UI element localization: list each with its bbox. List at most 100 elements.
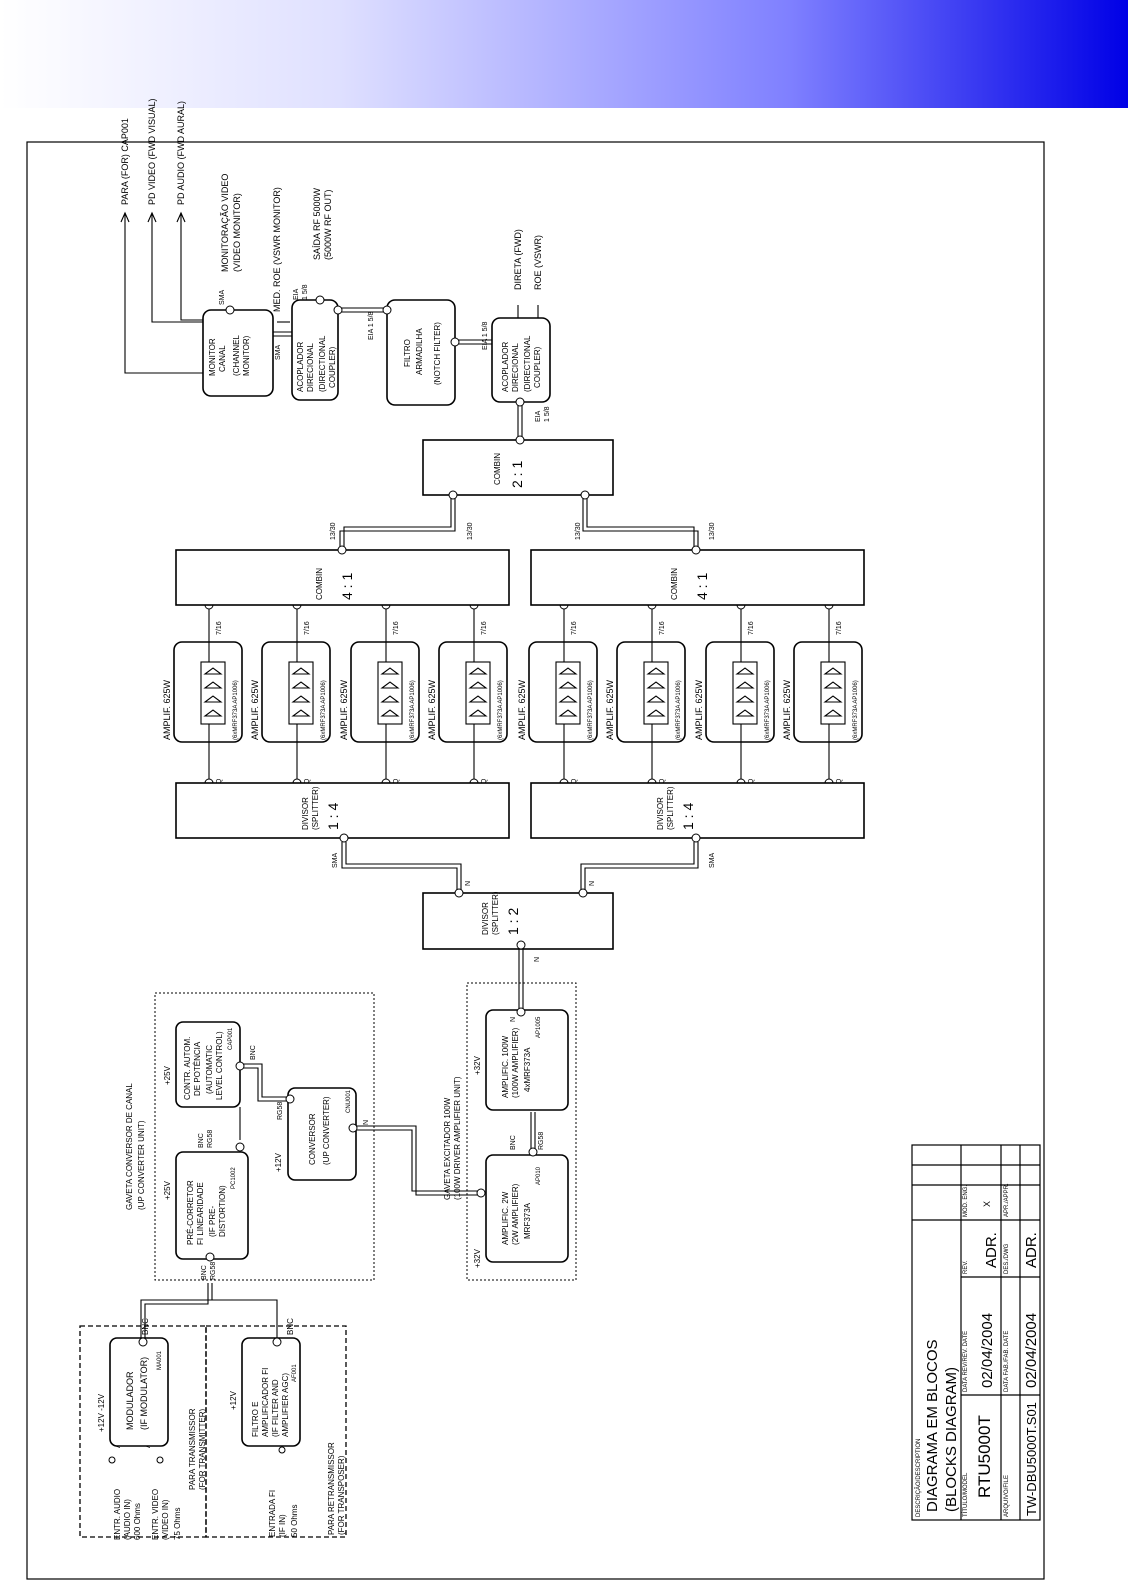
conn-bnc-pc: BNC: [201, 1265, 208, 1280]
fi-input-label-en: (IF IN): [278, 1514, 287, 1537]
conn-rg58-pc: RG58: [210, 1262, 217, 1280]
input-labels: ENTR. AUDIO (AUDIO IN) 600 Ohms ENTR. VI…: [113, 1408, 346, 1540]
combiner4-left-title: COMBIN: [315, 568, 324, 600]
audio-input-label-en: (AUDIO IN): [123, 1499, 132, 1540]
amp-625w-parts-8: (6xMRF373A AP1006): [853, 680, 859, 740]
channel-monitor-block: MONITOR CANAL (CHANNEL MONITOR): [202, 309, 274, 397]
conn-1330-left: 13/30: [330, 522, 337, 540]
tb-title-pt: DIAGRAMA EM BLOCOS: [924, 1339, 941, 1512]
transposer-group-label-en: (FOR TRANSPOSER): [337, 1455, 346, 1535]
amp-625w-transistor-3-3: [380, 695, 400, 703]
amp-625w-transistor-8-3: [823, 695, 843, 703]
conn-bnc-2w: BNC: [510, 1135, 517, 1150]
transmitter-group-label: PARA TRANSMISSOR: [188, 1408, 197, 1490]
coupler-out-line-4: COUPLER): [533, 346, 542, 388]
amp-625w-transistor-8-1: [823, 667, 843, 675]
amp-2w-supply: +32V: [473, 1248, 482, 1268]
amp-625w-transistor-4-3: [468, 695, 488, 703]
driver-unit-group: [466, 982, 577, 1281]
conn-716-4: 7/16: [481, 621, 488, 635]
amp-625w-transistor-4-1: [468, 667, 488, 675]
amp-625w-block-5: [528, 641, 598, 743]
combiner4-right-ratio: 4 : 1: [694, 573, 710, 600]
transposer-input-group: [205, 1325, 347, 1538]
conn-rg58-2w: RG58: [538, 1132, 545, 1150]
amp-625w-parts-7: (6xMRF373A AP1006): [765, 680, 771, 740]
amp-100w-part: 4xMRF373A: [523, 1047, 532, 1092]
if-filter-line-1: FILTRO E: [251, 1402, 260, 1437]
conn-716-8: 7/16: [836, 621, 843, 635]
amp-625w-label-8: AMPLIF. 625W: [782, 679, 792, 740]
amp-625w-inner-7: [732, 661, 758, 725]
amp-2w-code: AP010: [536, 1166, 542, 1185]
conn-n-splitter2: N: [534, 957, 541, 962]
amp-625w-transistor-7-2: [735, 681, 755, 689]
tb-appr: ADR.: [1023, 1232, 1040, 1268]
amp-625w-transistor-3-1: [380, 667, 400, 675]
connector-labels: BNC BNC BNC RG58 BNC RG58 BNC RG58 N N B…: [141, 284, 716, 1335]
conn-rg58-conv: RG58: [277, 1102, 284, 1120]
alc-line-1: CONTR. AUTOM.: [183, 1037, 192, 1100]
amp-625w-inner-8: [820, 661, 846, 725]
amp-625w-label-2: AMPLIF. 625W: [250, 679, 260, 740]
amp-625w-transistor-7-4: [735, 709, 755, 717]
amp-625w-transistor-8-4: [823, 709, 843, 717]
conn-n-split-right: N: [589, 881, 596, 886]
splitter4-right-title: DIVISOR: [656, 797, 665, 830]
tb-des: ADR.: [983, 1232, 1000, 1268]
conn-rg58-pc-out: RG58: [207, 1130, 214, 1148]
coupler-out-line-1: ACOPLADOR: [501, 342, 510, 392]
alc-line-4: LEVEL CONTROL): [215, 1031, 224, 1100]
modulator-supply: +12V -12V: [97, 1393, 106, 1432]
alc-line-2: DE POTÊNCIA: [193, 1041, 202, 1096]
amp-625w-inner-1: [200, 661, 226, 725]
conn-716-2: 7/16: [304, 621, 311, 635]
combiner4-left-ratio: 4 : 1: [339, 573, 355, 600]
conn-1330-mid: 13/30: [467, 522, 474, 540]
monitor-line-3: (CHANNEL: [232, 335, 241, 376]
tb-model-label: TÍTULO/MODEL: [962, 1472, 969, 1517]
splitter-1-2: DIVISOR (SPLITTER) 1 : 2: [422, 891, 614, 950]
output-labels: PARA (FOR) CAP001 PD VIDEO (FWD VISUAL) …: [120, 98, 543, 312]
combiner2-title: COMBIN: [493, 453, 502, 485]
amp-625w-block-4: [438, 641, 508, 743]
amp-625w-parts-3: (6xMRF373A AP1006): [410, 680, 416, 740]
splitter-1-4-right: DIVISOR (SPLITTER) 1 : 4: [530, 782, 865, 839]
monitor-line-1: MONITOR: [208, 338, 217, 376]
coupler-out-line-3: (DIRECTIONAL: [523, 335, 532, 392]
coupler-mon-line-2: DIRECIONAL: [306, 343, 315, 392]
amp-100w-title: AMPLIFIC. 100W: [501, 1035, 510, 1098]
modulator-title: MODULADOR: [125, 1371, 135, 1430]
amp-625w-transistor-1-4: [203, 709, 223, 717]
tb-rev-date-label: DATA REV/REV. DATE: [963, 1331, 969, 1392]
driver-unit-title: GAVETA EXCITADOR 100W: [443, 1097, 452, 1200]
coupler-monitor: ACOPLADOR DIRECIONAL (DIRECTIONAL COUPLE…: [291, 299, 339, 401]
modulator-subtitle: (IF MODULATOR): [139, 1357, 149, 1430]
drawing-border: [26, 141, 1045, 1580]
coupler-mon-line-3: (DIRECTIONAL: [318, 335, 327, 392]
amplifier-bank: AMPLIF. 625W(6xMRF373A AP1006)MQ7/16AMPL…: [162, 600, 863, 790]
combiner-4-1-right: COMBIN 4 : 1: [530, 549, 865, 606]
splitter-1-4-left: DIVISOR (SPLITTER) 1 : 4: [175, 782, 510, 839]
if-filter-line-3: (IF FILTER AND: [271, 1379, 280, 1437]
amp-625w-transistor-2-2: [291, 681, 311, 689]
fi-input-label: ENTRADA FI: [268, 1490, 277, 1537]
splitter4-right-ratio: 1 : 4: [680, 803, 696, 830]
amp-2w-block: AMPLIFIC. 2W (2W AMPLIFIER) MRF373A AP01…: [473, 1154, 569, 1268]
combiner-2-1: COMBIN 2 : 1: [422, 439, 614, 496]
amp-625w-transistor-6-4: [646, 709, 666, 717]
amp-625w-parts-5: (6xMRF373A AP1006): [588, 680, 594, 740]
amp-625w-block-8: [793, 641, 863, 743]
conn-716-7: 7/16: [748, 621, 755, 635]
splitter2-ratio: 1 : 2: [505, 908, 521, 935]
notch-filter-block: FILTRO ARMADILHA (NOTCH FILTER): [386, 299, 456, 406]
amp-625w-transistor-2-3: [291, 695, 311, 703]
tb-appr-label: APR./APPR.: [1004, 1183, 1010, 1217]
precorrector-line-1: PRÉ-CORRETOR: [186, 1180, 195, 1245]
transmitter-input-group: [79, 1325, 207, 1538]
conn-bnc-filter: BNC: [286, 1318, 295, 1335]
combiner4-right-title: COMBIN: [670, 568, 679, 600]
splitter4-right-subtitle: (SPLITTER): [666, 786, 675, 830]
amp-625w-transistor-2-4: [291, 709, 311, 717]
